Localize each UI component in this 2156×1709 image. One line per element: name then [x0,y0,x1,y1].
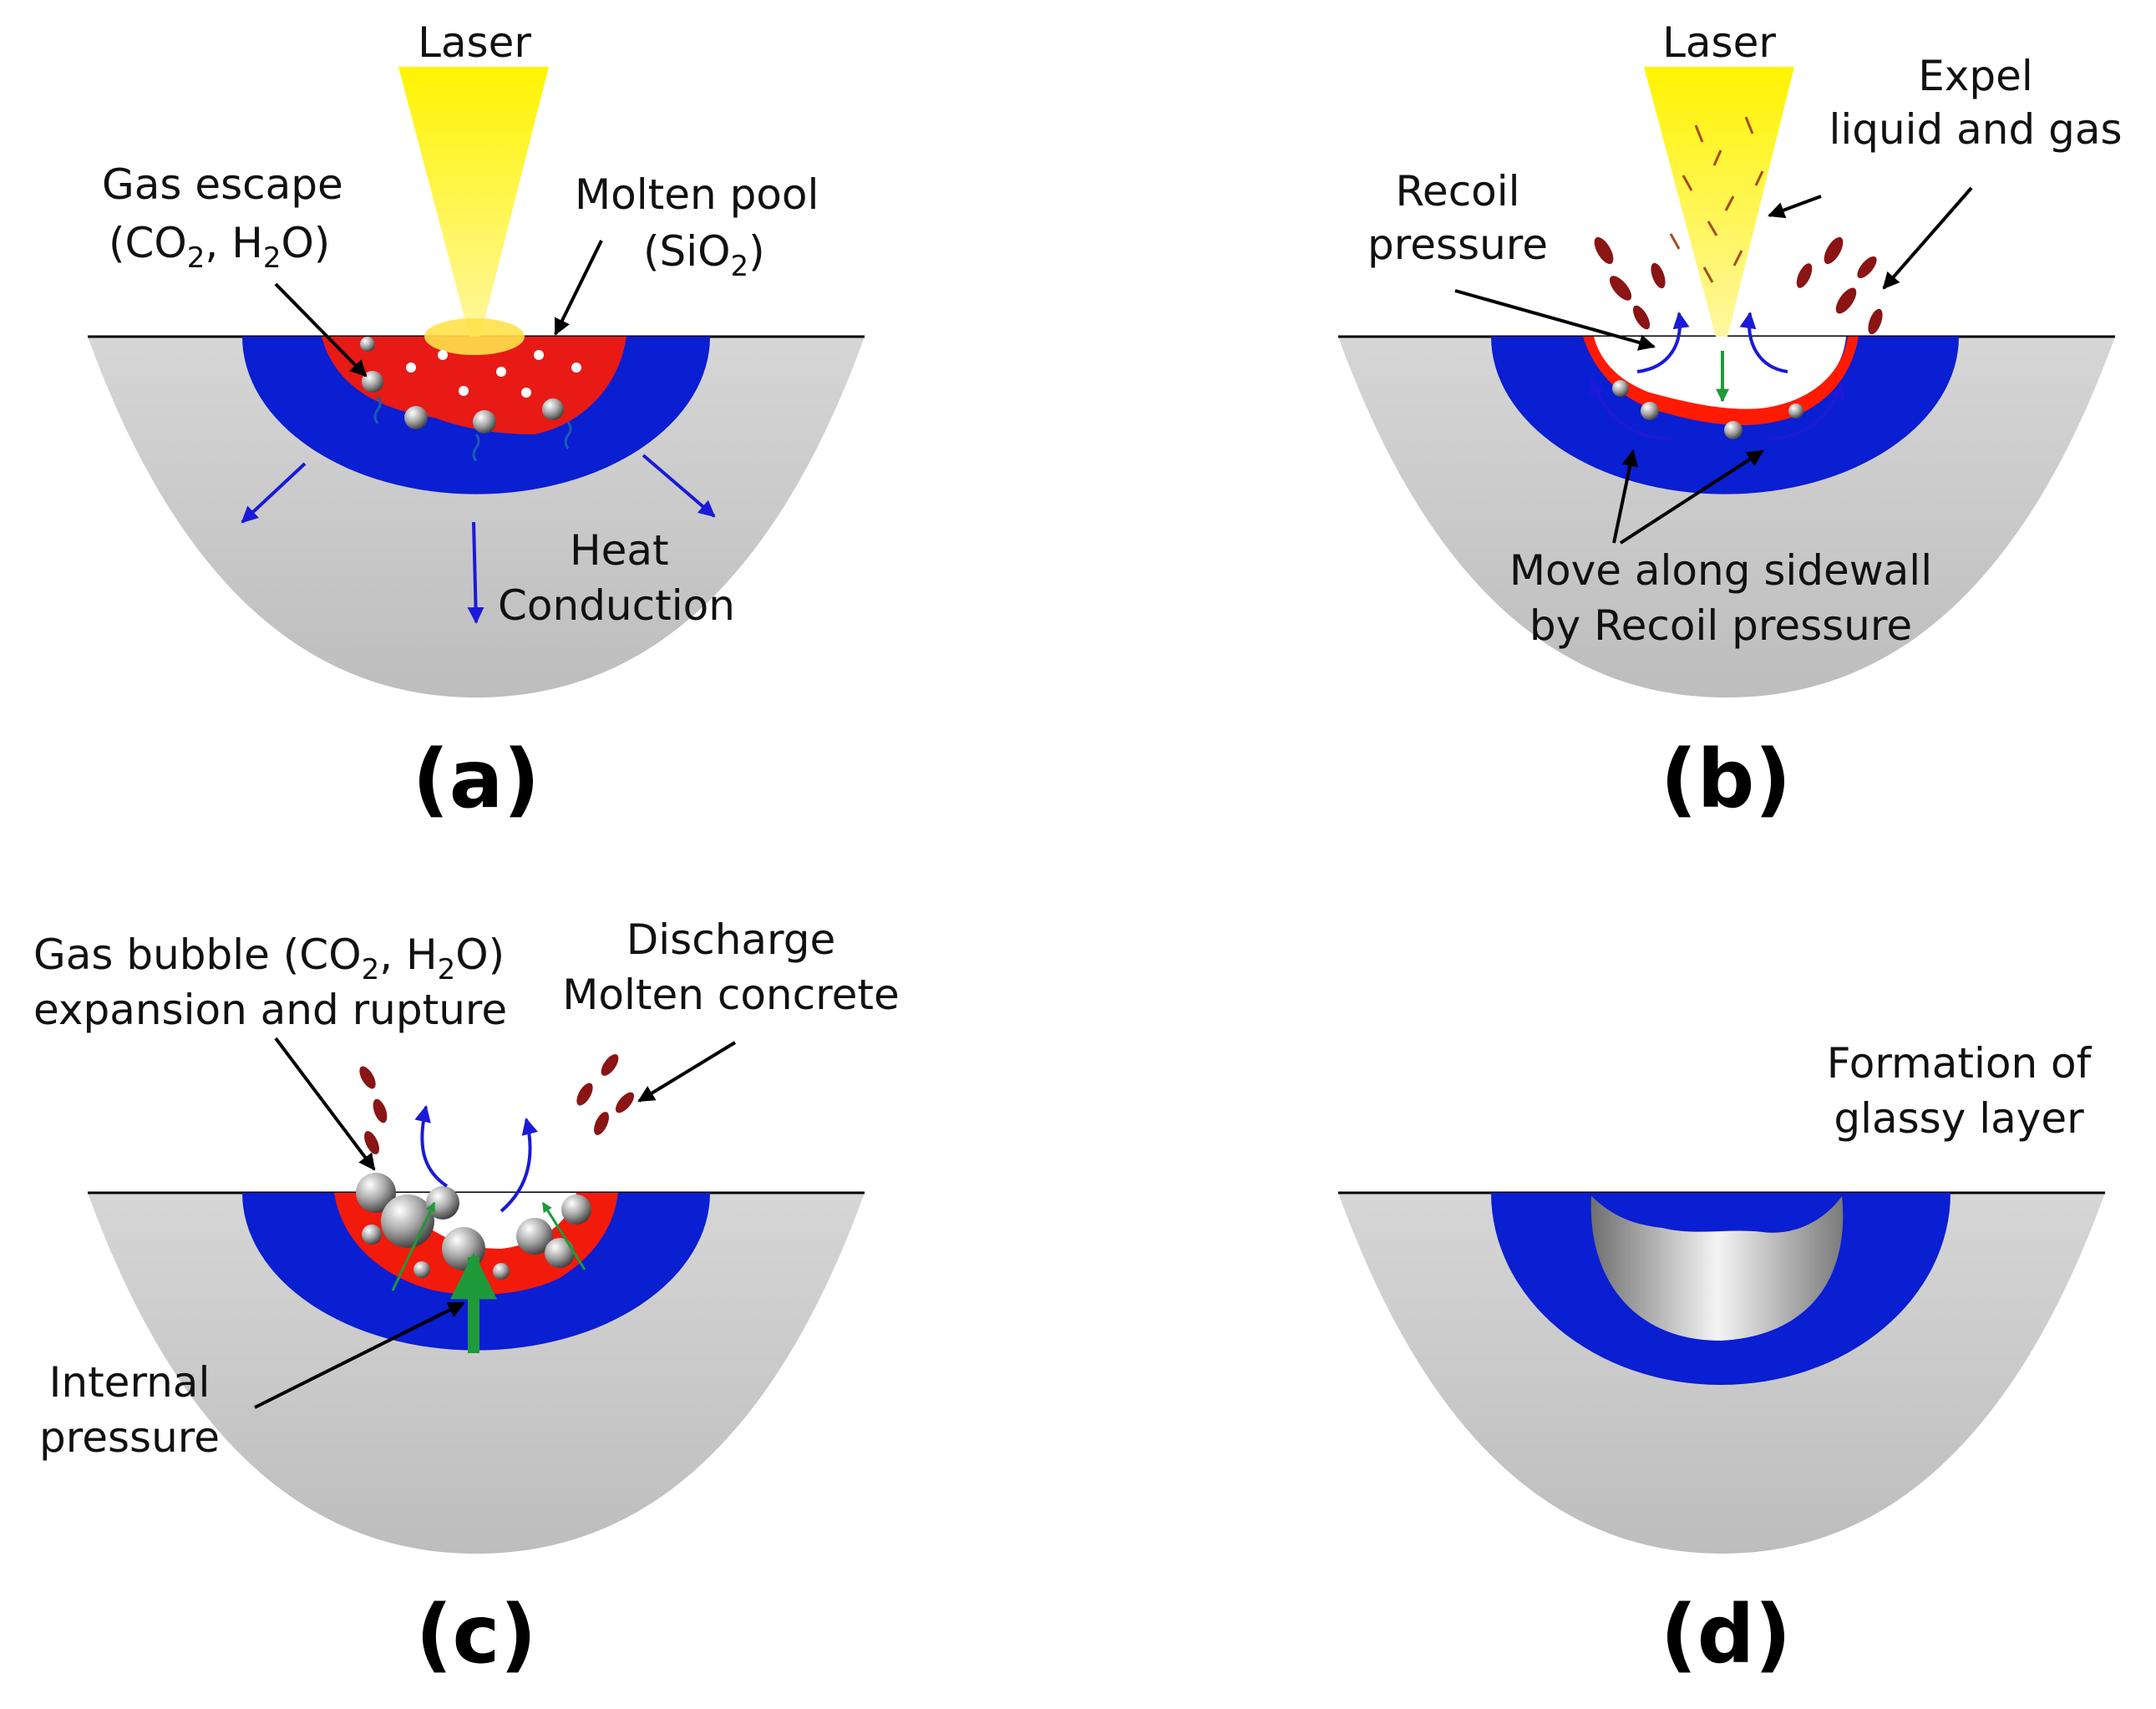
expelled-droplets-b [1594,236,1883,335]
laser-beam-a [398,67,549,337]
panel-c: Gas bubble (CO2, H2O) expansion and rupt… [33,915,900,1681]
pointer-arrows-a [274,240,603,378]
expel-label-line1: Expel [1918,52,2033,100]
bubble-label-line1: Gas bubble (CO2, H2O) [33,931,505,986]
bubble-label-line2: expansion and rupture [33,986,507,1034]
laser-label-b: Laser [1662,18,1776,67]
discharge-label-line2: Molten concrete [562,971,899,1019]
expelled-droplets-in-beam [1669,116,1764,283]
concrete-block-a [88,337,865,697]
laser-label-a: Laser [418,18,531,67]
discharged-droplets-c [359,1054,635,1154]
pointer-arrows-c [254,1037,737,1409]
molten-pool-label: Molten pool [575,170,819,219]
discharge-label-line1: Discharge [627,915,835,964]
glassy-crater-d [1590,1196,1844,1341]
concrete-block-c [88,1193,865,1554]
internal-pressure-arrows [391,1201,586,1353]
cavity-b [1591,337,1846,410]
internal-label-line1: Internal [49,1358,211,1407]
panel-tag-a: (a) [413,733,540,826]
formation-label-line1: Formation of [1827,1039,2093,1088]
formation-label-line2: glassy layer [1834,1094,2084,1143]
heat-label-line1: Heat [570,526,669,575]
move-label-line1: Move along sidewall [1509,546,1932,595]
laser-beam-b [1644,67,1794,337]
panel-d: Formation of glassy layer (d) [1338,1039,2105,1681]
pointer-arrows-b [1454,186,1973,545]
internal-label-line2: pressure [39,1413,220,1462]
panel-tag-c: (c) [416,1588,537,1681]
molten-pool-formula: (SiO2) [643,227,765,283]
panel-tag-d: (d) [1661,1588,1791,1681]
heat-conduction-arrows [241,454,716,624]
move-label-line2: by Recoil pressure [1529,601,1912,650]
recoil-flow-arrows [1588,312,1845,440]
panel-tag-b: (b) [1661,733,1791,826]
gas-escape-label: Gas escape [102,160,343,209]
panel-b: Laser Expel liquid and gas Recoil pressu… [1338,18,2123,826]
recoil-label-line2: pressure [1367,221,1548,269]
recoil-label-line1: Recoil [1395,167,1519,216]
gas-bubbles-a [360,337,581,434]
heat-label-line2: Conduction [498,581,735,630]
gas-bubbles-b [1612,380,1803,439]
panel-a: Laser Gas escape (CO2, H2O) Molten pool … [88,18,865,826]
expel-label-line2: liquid and gas [1829,105,2122,154]
concrete-block-b [1338,337,2115,697]
laser-spot-a [424,318,525,355]
upward-flow-arrows-c [414,1105,539,1213]
gas-trails-a [373,396,572,462]
gas-escape-formula: (CO2, H2O) [109,219,330,275]
